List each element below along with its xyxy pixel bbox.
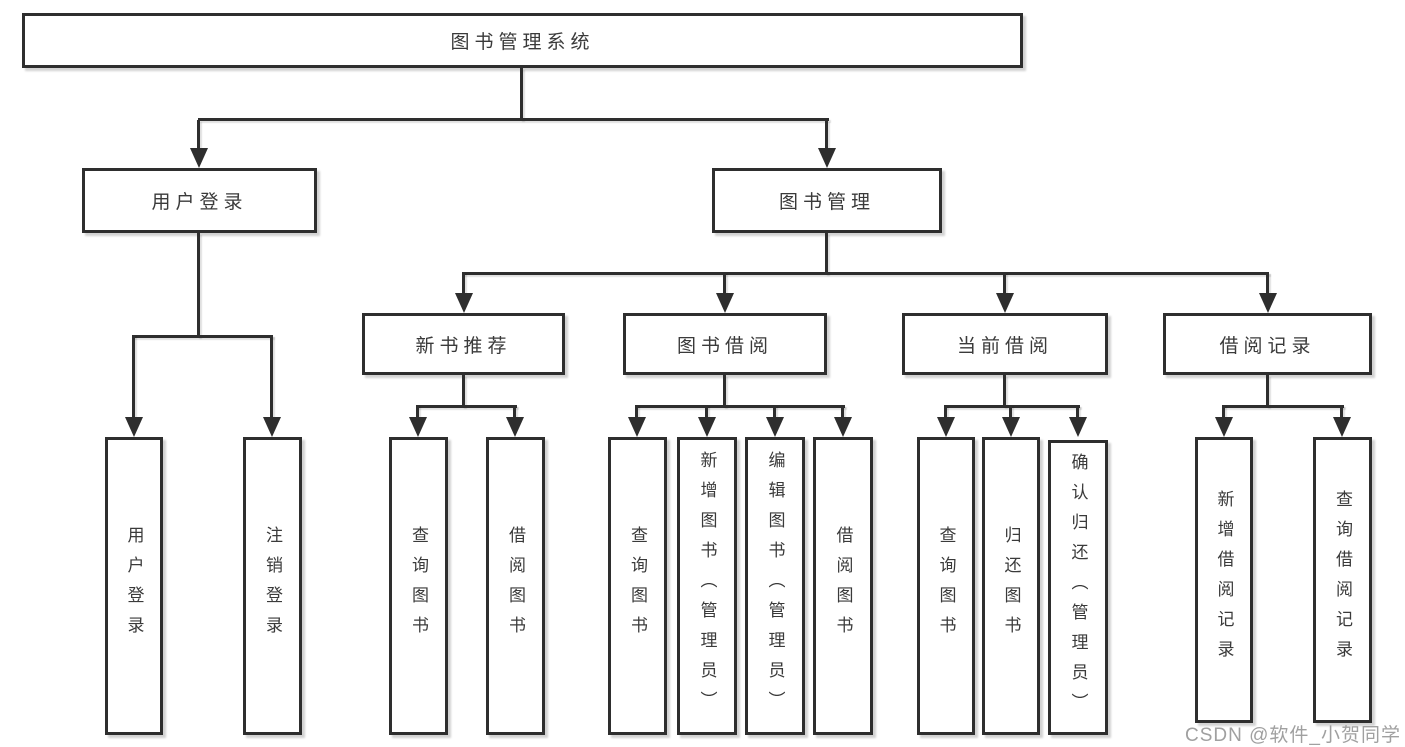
arrow-down-icon	[190, 148, 208, 168]
leaf-borrow-books-borrowing: 借阅图书	[813, 437, 873, 735]
node-book-management: 图书管理	[712, 168, 942, 233]
arrow-down-icon	[766, 417, 784, 437]
connector-leaf-stub	[270, 335, 273, 419]
arrow-down-icon	[125, 417, 143, 437]
leaf-logout: 注销登录	[243, 437, 302, 735]
arrow-down-icon	[628, 417, 646, 437]
connector-root-down	[520, 68, 523, 120]
arrow-down-icon	[818, 148, 836, 168]
connector-leaf-stub	[1076, 405, 1079, 419]
connector-leaf-stub	[635, 405, 638, 419]
arrow-down-icon	[506, 417, 524, 437]
connector-leaf-stub	[513, 405, 516, 419]
leaf-query-books-borrowing: 查询图书	[608, 437, 667, 735]
node-book-borrowing: 图书借阅	[623, 313, 827, 375]
connector-recommend-horizontal	[416, 405, 517, 408]
connector-records-horizontal	[1222, 405, 1344, 408]
connector-records-down	[1266, 375, 1269, 407]
leaf-add-borrow-record: 新增借阅记录	[1195, 437, 1253, 723]
arrow-down-icon	[834, 417, 852, 437]
arrow-down-icon	[409, 417, 427, 437]
arrow-down-icon	[1333, 417, 1351, 437]
leaf-add-books-admin: 新增图书（管理员）	[677, 437, 737, 735]
node-new-book-recommendation: 新书推荐	[362, 313, 565, 375]
connector-book-management-down	[825, 233, 828, 274]
arrow-down-icon	[698, 417, 716, 437]
connector-current-down	[1003, 375, 1006, 407]
connector-level2-stub	[1003, 272, 1006, 295]
connector-recommend-down	[462, 375, 465, 407]
connector-level2-stub	[723, 272, 726, 295]
csdn-watermark: CSDN @软件_小贺同学	[1185, 725, 1401, 746]
leaf-return-books: 归还图书	[982, 437, 1040, 735]
arrow-down-icon	[1259, 293, 1277, 313]
arrow-down-icon	[1069, 417, 1087, 437]
connector-leaf-stub	[1222, 405, 1225, 419]
arrow-down-icon	[937, 417, 955, 437]
arrow-down-icon	[1002, 417, 1020, 437]
leaf-confirm-return-admin: 确认归还（管理员）	[1048, 440, 1108, 735]
leaf-borrow-books-recommend: 借阅图书	[486, 437, 545, 735]
connector-leaf-stub	[132, 335, 135, 419]
connector-leaf-stub	[705, 405, 708, 419]
leaf-query-borrow-record: 查询借阅记录	[1313, 437, 1372, 723]
connector-leaf-stub	[841, 405, 844, 419]
node-system: 图书管理系统	[22, 13, 1023, 68]
connector-user-login-stub	[197, 120, 200, 150]
connector-level2-stub	[462, 272, 465, 295]
connector-leaf-stub	[1009, 405, 1012, 419]
leaf-edit-books-admin: 编辑图书（管理员）	[745, 437, 805, 735]
node-user-login: 用户登录	[82, 168, 317, 233]
connector-level1-horizontal	[198, 118, 829, 121]
connector-borrowing-horizontal	[635, 405, 845, 408]
connector-leaf-stub	[773, 405, 776, 419]
arrow-down-icon	[1215, 417, 1233, 437]
node-borrowing-records: 借阅记录	[1163, 313, 1372, 375]
leaf-query-books-current: 查询图书	[917, 437, 975, 735]
connector-leaf-stub	[944, 405, 947, 419]
arrow-down-icon	[455, 293, 473, 313]
connector-borrowing-down	[723, 375, 726, 407]
connector-user-login-children-horizontal	[132, 335, 273, 338]
leaf-user-login: 用户登录	[105, 437, 163, 735]
connector-level2-horizontal	[462, 272, 1269, 275]
connector-leaf-stub	[416, 405, 419, 419]
connector-current-horizontal	[944, 405, 1080, 408]
node-current-borrowing: 当前借阅	[902, 313, 1108, 375]
connector-book-management-stub	[825, 120, 828, 150]
connector-level2-stub	[1266, 272, 1269, 295]
arrow-down-icon	[716, 293, 734, 313]
connector-user-login-down	[197, 233, 200, 337]
arrow-down-icon	[996, 293, 1014, 313]
arrow-down-icon	[263, 417, 281, 437]
connector-leaf-stub	[1340, 405, 1343, 419]
leaf-query-books-recommend: 查询图书	[389, 437, 448, 735]
